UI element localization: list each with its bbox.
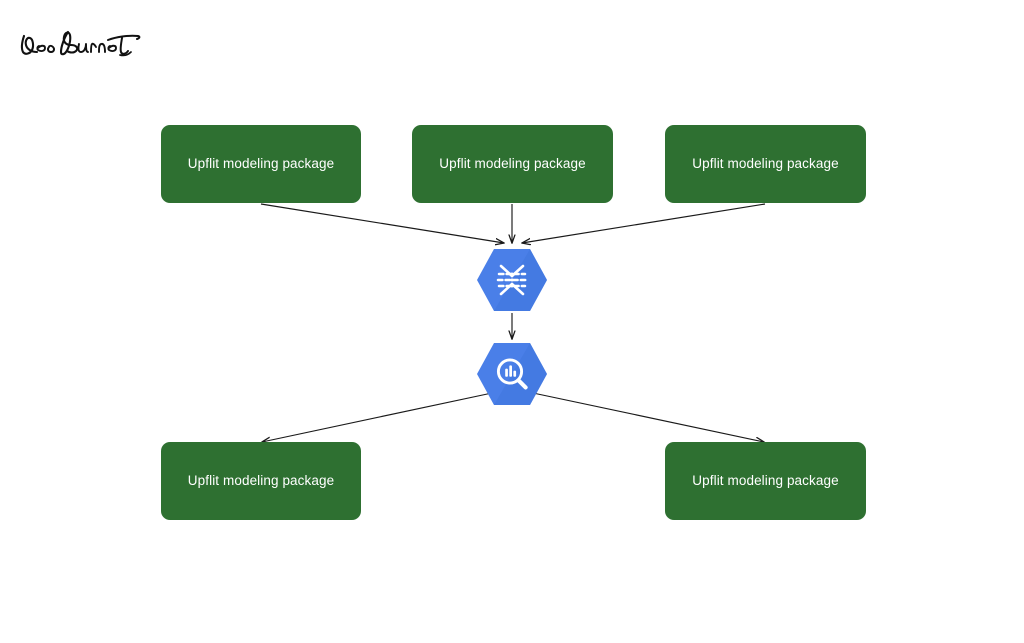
package-box-source-2[interactable]: Upflit modeling package (412, 125, 613, 203)
package-box-label: Upflit modeling package (439, 155, 586, 171)
package-box-output-1[interactable]: Upflit modeling package (161, 442, 361, 520)
leo-burnett-logo (16, 18, 142, 66)
package-box-output-2[interactable]: Upflit modeling package (665, 442, 866, 520)
google-cloud-dataflow-icon (496, 264, 528, 296)
edge-bigquery-out1 (262, 392, 493, 442)
google-bigquery-icon (496, 358, 528, 390)
node-bigquery[interactable] (476, 342, 548, 406)
dataflow-center-dots (510, 272, 514, 288)
package-box-source-3[interactable]: Upflit modeling package (665, 125, 866, 203)
edge-bigquery-out2 (532, 392, 764, 442)
package-box-source-1[interactable]: Upflit modeling package (161, 125, 361, 203)
edge-src3-dataflow (522, 203, 766, 243)
node-dataflow[interactable] (476, 248, 548, 312)
package-box-label: Upflit modeling package (187, 155, 335, 171)
package-box-label: Upflit modeling package (692, 472, 839, 488)
package-box-label: Upflit modeling package (692, 155, 839, 171)
edge-src1-dataflow (260, 203, 504, 243)
package-box-label: Upflit modeling package (187, 472, 335, 488)
